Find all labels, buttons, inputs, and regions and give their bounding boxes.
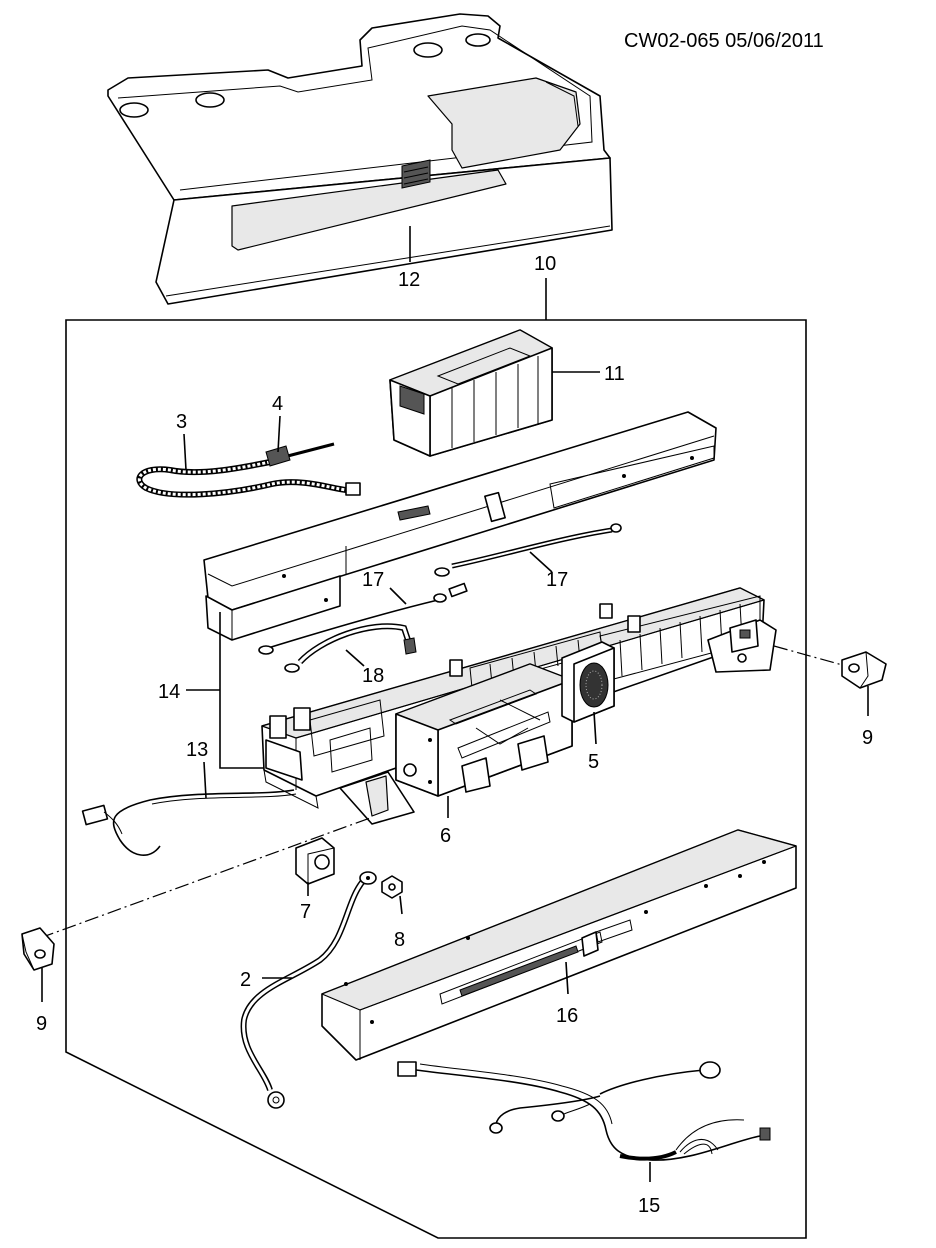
part-11-battery: [389, 329, 553, 457]
leader-17a: [529, 551, 553, 573]
callout-2: 2: [240, 969, 251, 991]
leader-18: [345, 649, 365, 667]
part-7-grommet: [295, 837, 335, 885]
part-17-cable-lower: [258, 582, 468, 655]
part-4-connector: [265, 445, 291, 467]
callout-14: 14: [158, 681, 180, 703]
part-17-cable-upper: [434, 523, 622, 577]
part-14-cover: [203, 411, 717, 641]
callout-17a: 17: [546, 569, 568, 591]
callout-13: 13: [186, 739, 208, 761]
callout-10: 10: [534, 253, 556, 275]
callout-7: 7: [300, 901, 311, 923]
callout-18: 18: [362, 665, 384, 687]
callout-9-left: 9: [36, 1013, 47, 1035]
leader-17b: [389, 587, 407, 605]
part-18-cable: [284, 623, 417, 673]
leader-13: [203, 761, 207, 799]
callout-6: 6: [440, 825, 451, 847]
part-12-trim-panel: [107, 13, 613, 305]
leader-16: [565, 961, 569, 995]
callout-15: 15: [638, 1195, 660, 1217]
tray-right-bracket: [707, 619, 777, 673]
part-2-cable: [240, 871, 377, 1109]
leader-5: [593, 711, 597, 745]
part-6-cover-box: [395, 663, 573, 797]
callout-4: 4: [272, 393, 283, 415]
part-9-bracket-right: [841, 651, 887, 689]
part-3-harness: [136, 442, 361, 498]
callout-8: 8: [394, 929, 405, 951]
callout-3: 3: [176, 411, 187, 433]
part-9-bracket-left: [21, 927, 55, 971]
leader-4: [277, 415, 281, 453]
part-8-nut: [381, 875, 403, 899]
axis-line-left: [39, 817, 371, 939]
part-15-harness: [397, 1061, 771, 1161]
callout-12: 12: [398, 269, 420, 291]
part-13-harness: [81, 789, 297, 856]
drawing-reference: CW02-065 05/06/2011: [624, 30, 824, 52]
leader-3: [183, 433, 187, 471]
kit-10-boundary: [65, 319, 807, 1239]
leader-8: [399, 895, 403, 915]
callout-5: 5: [588, 751, 599, 773]
axis-line-right: [773, 645, 847, 667]
leader-14: [219, 612, 268, 769]
part-5-fan: [561, 641, 615, 723]
callout-9-right: 9: [862, 727, 873, 749]
callout-16: 16: [556, 1005, 578, 1027]
part-16-base-tray: [321, 829, 797, 1061]
callout-11: 11: [604, 363, 625, 385]
callout-17b: 17: [362, 569, 384, 591]
tray-left-bracket: [339, 771, 415, 825]
